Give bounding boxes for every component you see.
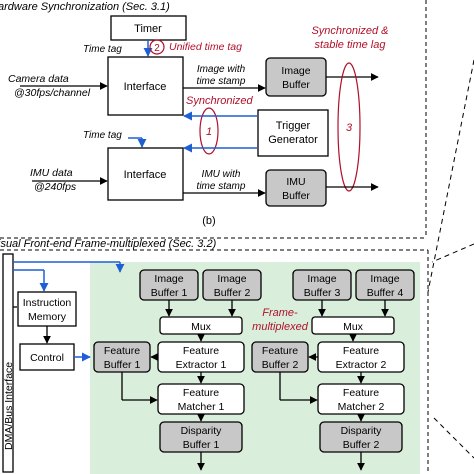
sync-note-line2: stable time lag [315,39,387,51]
image-ts-line2: time stamp [197,76,246,87]
feature-extractor-2-line1: Feature [343,345,379,357]
dma-bus-label: DMA/Bus Interface [3,362,15,450]
instruction-line2: Memory [28,311,67,323]
feature-buffer-1-line2: Buffer 1 [104,359,141,371]
control-box [19,343,75,371]
image-buffer-2-line2: Buffer 2 [214,287,251,299]
marker-3-label: 3 [346,122,353,134]
imu-data-line1: IMU data [30,167,73,179]
disparity-buffer-1-line2: Buffer 1 [183,439,220,451]
image-buffer-line2: Buffer [282,79,310,91]
top-panel: ardware Synchronization (Sec. 3.1) Timer… [0,0,427,239]
imu-ts-line1: IMU with [202,169,241,180]
feature-matcher-2-line2: Matcher 2 [338,401,385,413]
instruction-line1: Instruction [23,297,72,309]
bottom-section-title: isual Front-end Frame-multiplexed (Sec. … [0,238,217,250]
sync-note-line1: Synchronized & [311,25,388,37]
image-buffer-1-line2: Buffer 1 [151,287,188,299]
zoom-connector-lower [433,417,474,459]
synchronized-label: Synchronized [186,95,254,107]
frame-multiplexed-line1: Frame- [262,307,298,319]
feature-extractor-1-line1: Feature [183,345,219,357]
camera-data-line1: Camera data [8,73,69,85]
image-buffer-2-line1: Image [217,273,246,285]
marker-1-label: 1 [206,126,212,138]
camera-interface-box [107,56,184,116]
camera-interface-label: Interface [124,81,167,93]
imu-interface-label: Interface [124,169,167,181]
feature-extractor-1-line2: Extractor 1 [176,359,227,371]
camera-data-line2: @30fps/channel [14,87,91,99]
mux-left-label: Mux [191,321,212,333]
control-label: Control [30,352,64,364]
marker-1-ellipse [199,107,219,155]
image-buffer-line1: Image [281,65,310,77]
zoom-connector-mid [431,243,474,263]
imu-buffer-box [265,169,327,207]
trigger-line2: Generator [268,134,318,146]
frame-multiplexed-line2: multiplexed [252,321,309,333]
image-buffer-1-line1: Image [154,273,183,285]
feature-buffer-2-line2: Buffer 2 [262,359,299,371]
time-tag-label-1: Time tag [83,44,122,55]
zoom-connector-upper [427,59,474,293]
marker-2-circle [149,39,165,55]
feature-matcher-1-line1: Feature [183,387,219,399]
caption-b: (b) [202,215,215,227]
imu-buffer-line1: IMU [286,176,305,188]
feature-matcher-1-line2: Matcher 1 [178,401,225,413]
trigger-line1: Trigger [276,120,311,132]
dma-bus-bar [2,253,14,473]
feature-extractor-2-line2: Extractor 2 [336,359,387,371]
marker-2-label: 2 [154,43,160,54]
top-section-title: ardware Synchronization (Sec. 3.1) [0,1,170,13]
timer-label: Timer [134,23,162,35]
imu-ts-line2: time stamp [197,181,246,192]
trigger-generator-box [257,109,329,157]
marker-3-ellipse [337,62,361,192]
imu-data-line2: @240fps [34,181,77,193]
bottom-panel: isual Front-end Frame-multiplexed (Sec. … [0,238,429,474]
image-buffer-4-line1: Image [370,273,399,285]
imu-buffer-line2: Buffer [282,190,310,202]
image-buffer-4-line2: Buffer 4 [367,287,404,299]
time-tag-label-2: Time tag [83,130,122,141]
feature-buffer-2-line1: Feature [262,345,298,357]
image-ts-line1: Image with [197,64,246,75]
image-buffer-3-line1: Image [307,273,336,285]
feature-buffer-1-line1: Feature [104,345,140,357]
disparity-buffer-1-line1: Disparity [181,425,223,437]
image-buffer-3-line2: Buffer 3 [304,287,341,299]
imu-interface-box [107,147,184,201]
disparity-buffer-2-line2: Buffer 2 [343,439,380,451]
mux-right-label: Mux [343,321,364,333]
disparity-buffer-2-line1: Disparity [341,425,383,437]
feature-matcher-2-line1: Feature [343,387,379,399]
unified-time-tag-label: Unified time tag [169,41,242,53]
